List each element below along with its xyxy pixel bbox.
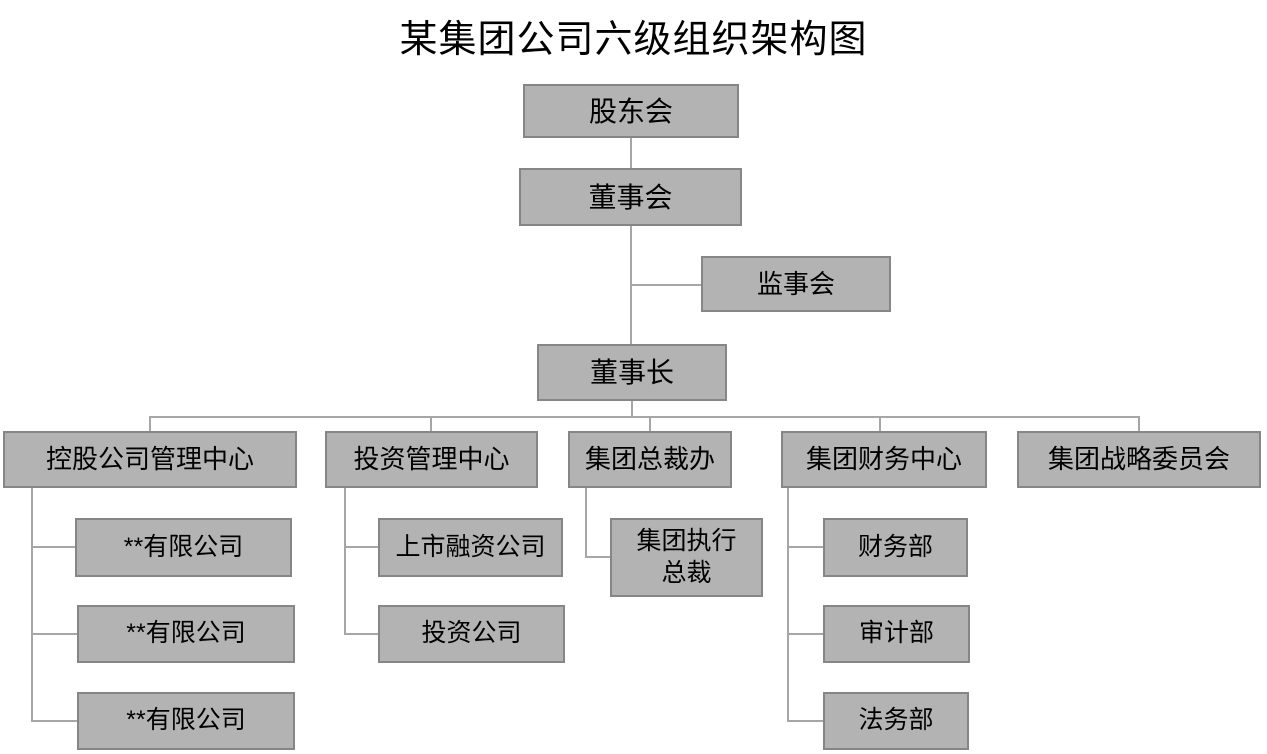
org-node-strategy-committee-label: 集团战略委员会	[1047, 444, 1230, 475]
connector-to-finance-dept	[789, 546, 823, 548]
org-node-limited-company-3: **有限公司	[77, 692, 295, 750]
org-node-shareholders-label: 股东会	[588, 95, 673, 127]
org-node-investment-company-label: 投资公司	[421, 619, 522, 648]
org-node-holding-company-center: 控股公司管理中心	[3, 431, 297, 488]
connector-bus-to-holding-center	[149, 416, 151, 431]
connector-bus-to-president-office	[649, 416, 651, 431]
connector-holding-center-spine	[31, 488, 33, 722]
connector-finance-center-spine	[787, 488, 789, 722]
org-node-president-office: 集团总裁办	[568, 431, 732, 488]
connector-shareholders-to-board	[630, 138, 632, 168]
connector-to-investment-company	[346, 633, 378, 635]
org-node-audit-dept: 审计部	[823, 605, 970, 663]
org-node-investment-company: 投资公司	[378, 605, 565, 663]
org-node-investment-center: 投资管理中心	[325, 431, 538, 488]
org-node-investment-center-label: 投资管理中心	[353, 444, 510, 475]
connector-to-listed-financing-company	[346, 546, 378, 548]
connector-to-legal-dept	[789, 720, 823, 722]
connector-to-limited-company-1	[33, 546, 75, 548]
connector-branch-to-supervisory	[631, 284, 701, 286]
org-node-board-of-directors-label: 董事会	[588, 181, 673, 213]
org-node-legal-dept-label: 法务部	[858, 706, 934, 735]
connector-to-limited-company-2	[33, 633, 77, 635]
org-node-president-office-label: 集团总裁办	[584, 444, 715, 475]
org-node-limited-company-1-label: **有限公司	[123, 532, 244, 561]
connector-bus-to-investment-center	[430, 416, 432, 431]
org-node-chairman-label: 董事长	[589, 357, 674, 388]
org-node-strategy-committee: 集团战略委员会	[1017, 431, 1261, 488]
org-node-audit-dept-label: 审计部	[858, 619, 934, 648]
connector-bus-to-strategy-committee	[1138, 416, 1140, 431]
org-node-chairman: 董事长	[537, 344, 727, 401]
connector-department-bus	[149, 416, 1140, 418]
org-node-holding-company-center-label: 控股公司管理中心	[45, 444, 254, 475]
org-node-finance-center-label: 集团财务中心	[805, 444, 962, 475]
org-node-limited-company-2-label: **有限公司	[126, 619, 246, 648]
chart-title: 某集团公司六级组织架构图	[399, 19, 868, 61]
org-node-shareholders: 股东会	[523, 84, 739, 138]
connector-to-audit-dept	[789, 633, 823, 635]
connector-to-executive-president	[587, 556, 610, 558]
org-node-limited-company-3-label: **有限公司	[126, 706, 246, 735]
org-node-limited-company-1: **有限公司	[75, 518, 292, 577]
connector-president-office-spine	[585, 488, 587, 558]
org-node-finance-dept: 财务部	[823, 518, 968, 577]
org-node-executive-president-label: 集团执行总裁	[636, 527, 737, 587]
org-node-board-of-directors: 董事会	[519, 168, 742, 226]
org-node-listed-financing-company: 上市融资公司	[378, 518, 563, 577]
org-node-limited-company-2: **有限公司	[77, 605, 295, 663]
connector-bus-to-finance-center	[879, 416, 881, 431]
org-node-supervisory-board-label: 监事会	[756, 268, 835, 299]
org-node-finance-center: 集团财务中心	[781, 431, 987, 488]
org-node-listed-financing-company-label: 上市融资公司	[395, 532, 546, 561]
org-node-supervisory-board: 监事会	[701, 256, 891, 312]
org-node-executive-president: 集团执行总裁	[610, 518, 763, 597]
org-node-legal-dept: 法务部	[823, 692, 969, 750]
org-node-finance-dept-label: 财务部	[857, 532, 933, 561]
connector-chairman-to-bus	[631, 401, 633, 418]
connector-to-limited-company-3	[33, 720, 77, 722]
connector-investment-center-spine	[344, 488, 346, 635]
